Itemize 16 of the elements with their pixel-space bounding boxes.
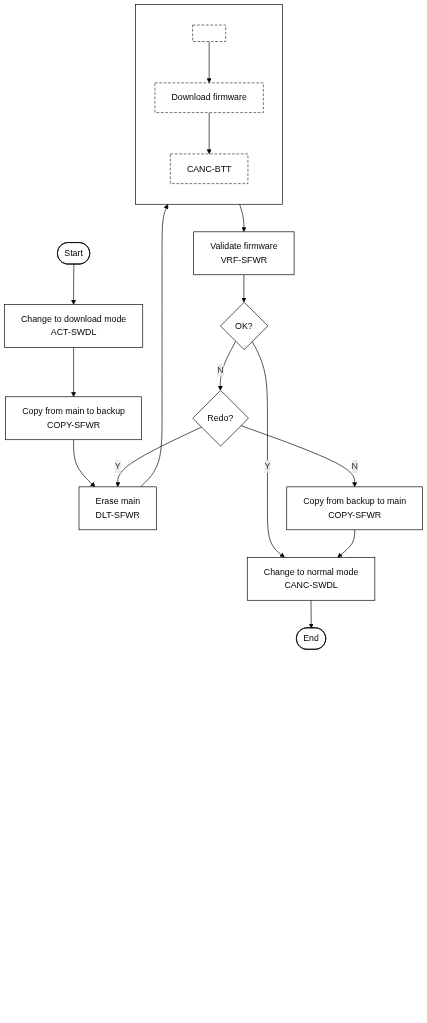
node-box: Download firmware (154, 82, 264, 113)
node-box: Copy from main to backup COPY-SFWR (5, 396, 142, 441)
edge-label: Y (264, 461, 271, 471)
node-box: CANC-BTT (170, 153, 249, 184)
edge-label: Y (114, 461, 121, 471)
node-box: Copy from backup to main COPY-SFWR (286, 486, 423, 531)
cluster (135, 4, 283, 205)
edge-label: N (351, 461, 358, 471)
node-box: Change to download mode ACT-SWDL (4, 304, 144, 348)
node-diamond: OK? (220, 301, 269, 350)
node-box: Change to normal mode CANC-SWDL (246, 557, 376, 601)
edge-label: N (217, 365, 224, 375)
node-box (192, 24, 226, 42)
node-box: Erase main DLT-SFWR (78, 486, 157, 531)
node-diamond: Redo? (192, 390, 249, 447)
node-box: Validate firmware VRF-SFWR (193, 231, 295, 276)
